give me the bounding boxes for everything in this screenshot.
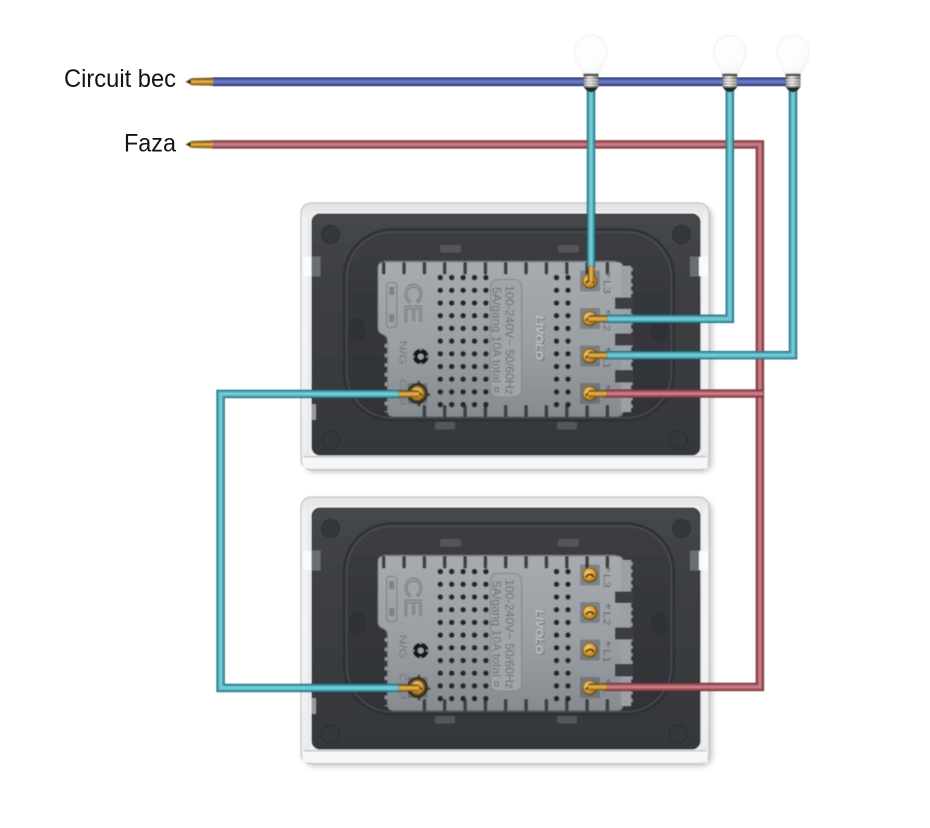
svg-text:Faza: Faza — [124, 130, 176, 158]
svg-text:Circuit bec: Circuit bec — [64, 65, 176, 93]
